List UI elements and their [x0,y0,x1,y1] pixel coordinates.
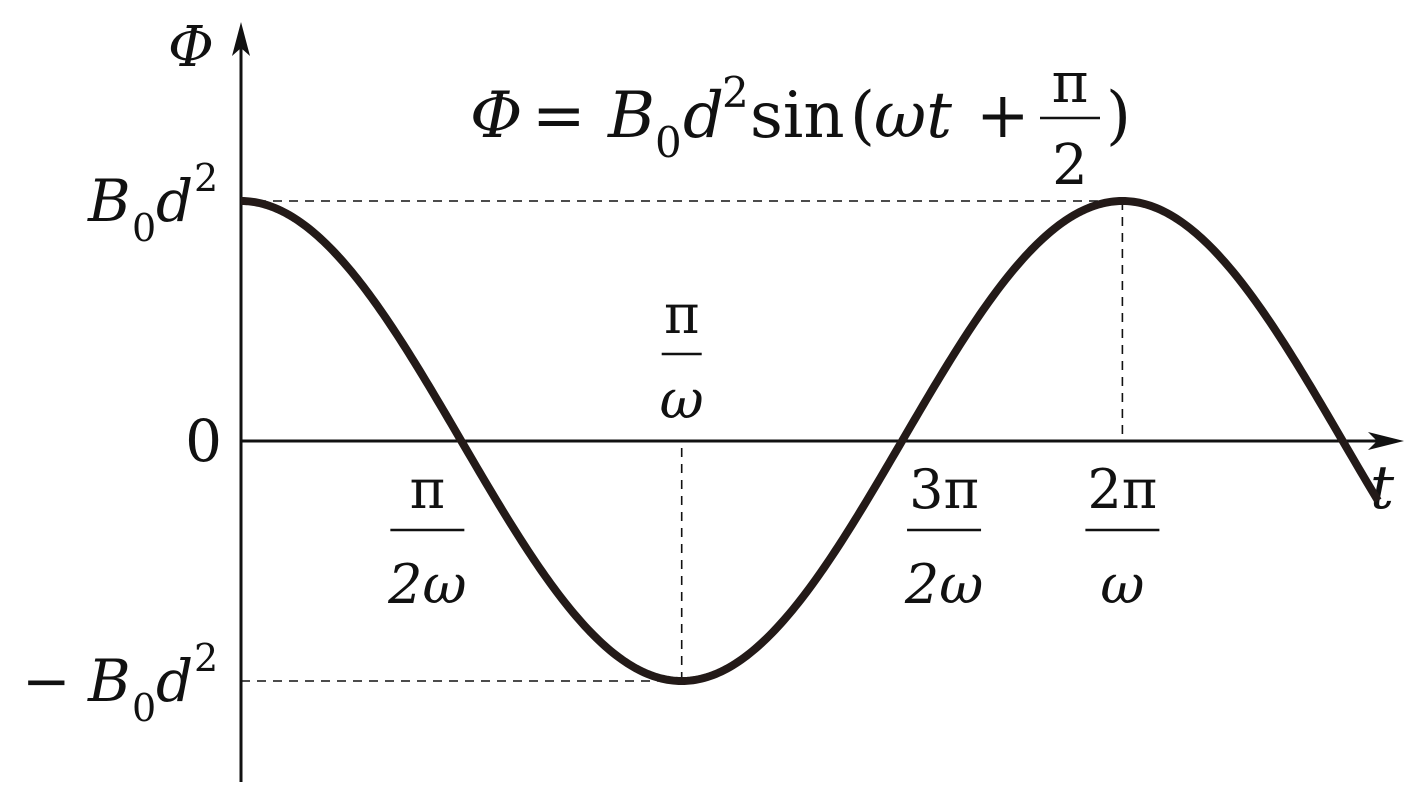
formula-plus: + [976,79,1030,153]
y-tick-sign: − [22,647,71,715]
x-tick-numerator: π [664,283,700,346]
y-tick-sub: 0 [132,206,156,250]
formula-close-paren: ) [1106,79,1131,153]
y-tick-main: B [87,167,131,235]
x-tick-denominator: ω [660,368,704,431]
formula-equals: = [532,79,586,153]
y-tick-label-1: 0 [185,407,222,475]
formula-open-paren: ( [850,79,875,153]
formula-omega-t: ωt [874,79,952,153]
x-tick-numerator: 3π [909,458,979,521]
y-axis-label: Φ [168,15,214,80]
x-tick-label-3: 2π ω [1085,458,1160,616]
x-tick-denominator: ω [1100,553,1144,616]
x-tick-label-2: 3π 2ω [904,458,983,616]
y-tick-sup: 2 [194,636,218,680]
formula-superscript: 2 [722,68,749,117]
y-tick-sup: 2 [194,156,218,200]
y-tick-main: 0 [185,407,222,475]
formula-b: B [607,79,655,153]
x-tick-denominator: 2ω [387,553,466,616]
guide-lines [241,200,1124,682]
formula: Φ = B 0 d 2 sin ( ωt + π 2 ) [470,51,1131,198]
x-tick-label-1: πω [660,283,704,431]
x-tick-denominator: 2ω [904,553,983,616]
y-tick-main: B [87,647,131,715]
series-group [240,196,1382,686]
x-axis-arrow [1368,432,1404,450]
y-axis-arrow [232,22,250,56]
formula-fraction-denominator: 2 [1052,133,1088,198]
formula-fraction-numerator: π [1052,51,1089,116]
y-tick-tail: d [156,647,193,715]
y-tick-tail: d [156,167,193,235]
formula-lhs: Φ [470,79,522,153]
formula-sin: sin [750,79,845,153]
x-tick-label-0: π 2ω [387,458,466,616]
y-tick-sub: 0 [132,686,156,730]
x-tick-numerator: π [410,458,446,521]
x-tick-numerator: 2π [1087,458,1157,521]
series-line-0 [240,196,1382,686]
formula-subscript: 0 [655,118,682,167]
formula-d: d [683,79,724,153]
